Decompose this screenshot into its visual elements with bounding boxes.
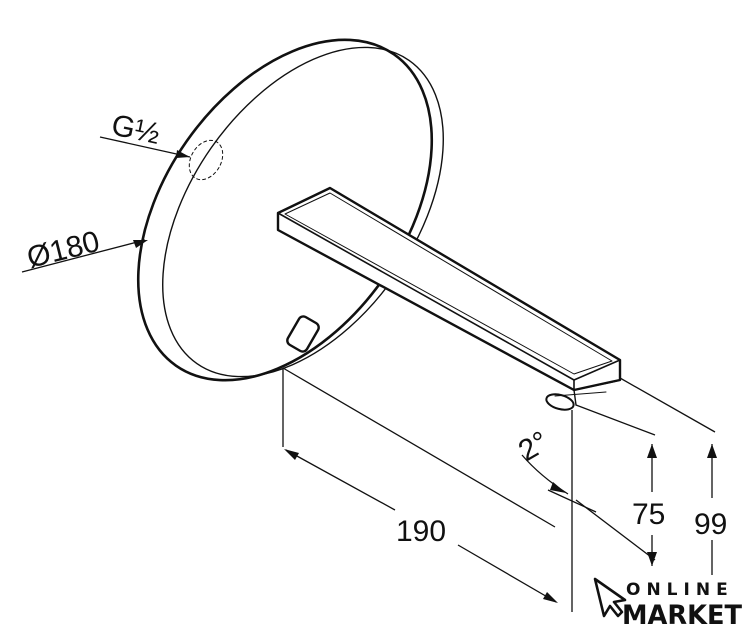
thread-label: G½ [109,109,163,151]
diameter-label: Ø180 [24,225,103,275]
spout [276,186,622,411]
online-market-logo: ONLINE MARKET [593,577,743,631]
spout-height-label: 75 [632,498,665,531]
dimension-lines [21,136,717,612]
thread-marker-circle [188,139,224,181]
logo-line1: ONLINE [626,580,734,600]
total-height-label: 99 [694,508,727,541]
projection-label: 190 [396,515,446,548]
cursor-icon [593,577,627,618]
angle-label: 2° [513,425,554,468]
logo-line2: MARKET [622,600,743,631]
sensor-window [286,315,320,353]
